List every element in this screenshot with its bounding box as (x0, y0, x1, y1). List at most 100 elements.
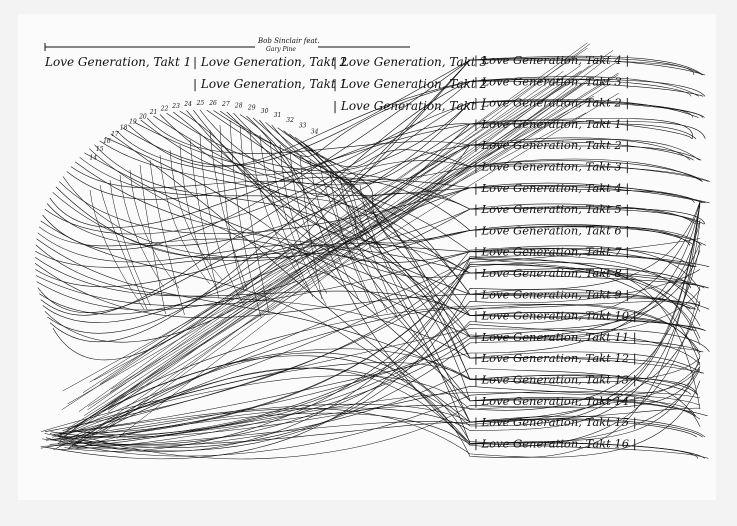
hatch-line (189, 139, 220, 299)
top-label: | Love Generation, Takt 2 (193, 55, 347, 69)
curve-line (104, 137, 695, 416)
curve-line (49, 238, 701, 453)
diagonal-line (84, 76, 593, 416)
diagonal-line (82, 74, 567, 393)
curve-line (46, 380, 701, 458)
right-column-label: | Love Generation, Takt 10 | (474, 309, 637, 324)
diagonal-line (61, 70, 582, 410)
right-column: | Love Generation, Takt 4 | | Love Genera… (474, 53, 637, 451)
hatch-line (219, 124, 245, 290)
curve-line (53, 362, 701, 441)
curve-line (53, 203, 701, 451)
top-label: Love Generation, Takt 1 (44, 55, 191, 69)
arc-number: 27 (221, 101, 230, 108)
curve-line (300, 140, 692, 267)
right-column-label: | Love Generation, Takt 8 | (474, 266, 629, 281)
curve-line (72, 366, 701, 448)
diagonal-line (109, 71, 564, 393)
arc-number: 30 (261, 108, 269, 115)
arc-number: 29 (247, 105, 256, 112)
curve-line (70, 166, 710, 267)
curve-line (79, 285, 701, 448)
right-column-label: | Love Generation, Takt 3 | (474, 74, 629, 89)
top-rows: Love Generation, Takt 1 | Love Generatio… (44, 55, 488, 113)
hatch-line (209, 129, 248, 289)
arc-number: 28 (234, 102, 243, 109)
hatch-line (169, 149, 223, 281)
right-column-label: | Love Generation, Takt 11 | (474, 330, 637, 345)
hatch-line (269, 139, 327, 306)
hatch-line (119, 174, 164, 288)
diagonal-line (93, 112, 587, 381)
curve-line (252, 76, 699, 157)
curve-line (59, 201, 701, 452)
hatch-line (309, 159, 360, 300)
curve-line (53, 220, 701, 448)
curve-line (69, 348, 701, 433)
arc-number: 31 (274, 112, 282, 119)
hatch-line (89, 189, 145, 310)
arc-number: 25 (196, 100, 205, 107)
right-column-label: | Love Generation, Takt 12 | (474, 351, 637, 366)
top-label: | Love Generation, Takt 3 (333, 55, 488, 69)
right-column-label: | Love Generation, Takt 9 | (474, 287, 629, 302)
arc-number: 16 (103, 138, 111, 145)
curve-line (146, 117, 700, 161)
curve-line (38, 226, 697, 438)
curve-line (35, 247, 695, 307)
curve-line (55, 165, 711, 258)
arc-number: 26 (208, 100, 217, 107)
diagonal-line (101, 82, 567, 432)
curve-line (179, 110, 697, 267)
arc-number: 22 (160, 106, 169, 113)
curve-line (37, 193, 704, 313)
hatch-line (159, 154, 210, 285)
curve-line (74, 202, 701, 436)
hatch-line (249, 129, 310, 291)
curve-line (75, 161, 705, 289)
curve-line (173, 111, 695, 246)
hatch-line (329, 169, 371, 304)
hatch-line (289, 149, 340, 281)
curve-line (206, 109, 704, 353)
hatch-line (239, 124, 270, 314)
arc-number: 23 (171, 103, 180, 110)
right-column-label: | Love Generation, Takt 4 | (474, 53, 629, 68)
header-featuring: Gary Pine (266, 46, 296, 53)
curve-line (246, 55, 703, 197)
arc-number: 17 (111, 131, 119, 138)
right-column-label: | Love Generation, Takt 6 | (474, 223, 629, 238)
curve-line (64, 263, 701, 452)
curve-line (35, 250, 710, 353)
curve-line (110, 133, 706, 438)
curve-line (122, 57, 703, 167)
diagonal-line (89, 80, 575, 383)
curve-line (59, 181, 710, 235)
diagonal-line (66, 112, 569, 430)
curve-line (159, 114, 706, 204)
hatch-line (339, 174, 388, 314)
curve-line (40, 355, 701, 449)
arc-number: 34 (311, 129, 319, 136)
curve-line (66, 300, 701, 434)
curve-line (294, 137, 702, 246)
right-column-label: | Love Generation, Takt 14 | (474, 394, 637, 409)
curve-line (84, 152, 706, 331)
curve-line (55, 205, 701, 434)
curve-line (63, 289, 701, 439)
curve-line (52, 262, 701, 438)
diagonal-line (87, 43, 591, 424)
diagonal-line (84, 98, 570, 437)
curve-line (52, 58, 706, 361)
curve-line (41, 250, 701, 432)
diagonal-line (87, 74, 619, 407)
paper-sheet (18, 14, 716, 500)
curve-line (140, 119, 692, 176)
curve-line (49, 78, 692, 342)
right-column-label: | Love Generation, Takt 2 | (474, 138, 629, 153)
hatch-line (199, 134, 245, 306)
curve-line (47, 100, 704, 334)
